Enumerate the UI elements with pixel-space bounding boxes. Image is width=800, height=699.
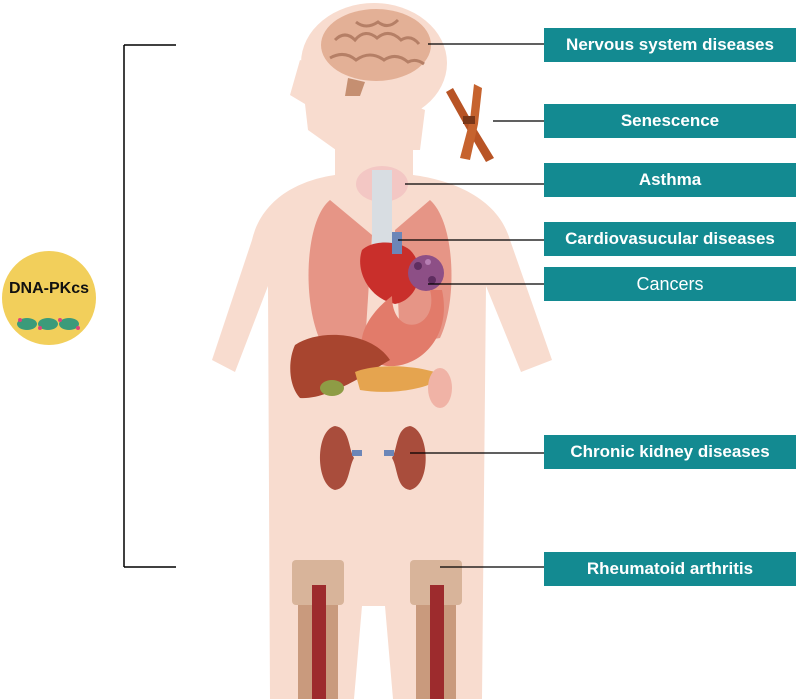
label-asthma: Asthma bbox=[544, 163, 796, 197]
label-senescence: Senescence bbox=[544, 104, 796, 138]
bone-section bbox=[292, 560, 462, 699]
chromosome-icon bbox=[446, 84, 494, 162]
tumor-icon bbox=[408, 255, 444, 291]
label-cardiovascular-diseases: Cardiovasucular diseases bbox=[544, 222, 796, 256]
hub-circle bbox=[2, 251, 96, 345]
label-nervous-system-diseases: Nervous system diseases bbox=[544, 28, 796, 62]
hub-label: DNA-PKcs bbox=[8, 280, 89, 297]
stomach-organ bbox=[361, 290, 444, 367]
connector-lines bbox=[398, 43, 544, 568]
kidney-organs bbox=[320, 426, 426, 490]
heart-organ bbox=[360, 232, 420, 304]
abdominal-organs bbox=[290, 334, 452, 408]
bracket bbox=[123, 44, 176, 568]
label-cancers: Cancers bbox=[544, 267, 796, 301]
brain-organ bbox=[321, 9, 431, 96]
label-rheumatoid-arthritis: Rheumatoid arthritis bbox=[544, 552, 796, 586]
dna-icon bbox=[17, 318, 80, 330]
label-chronic-kidney-diseases: Chronic kidney diseases bbox=[544, 435, 796, 469]
